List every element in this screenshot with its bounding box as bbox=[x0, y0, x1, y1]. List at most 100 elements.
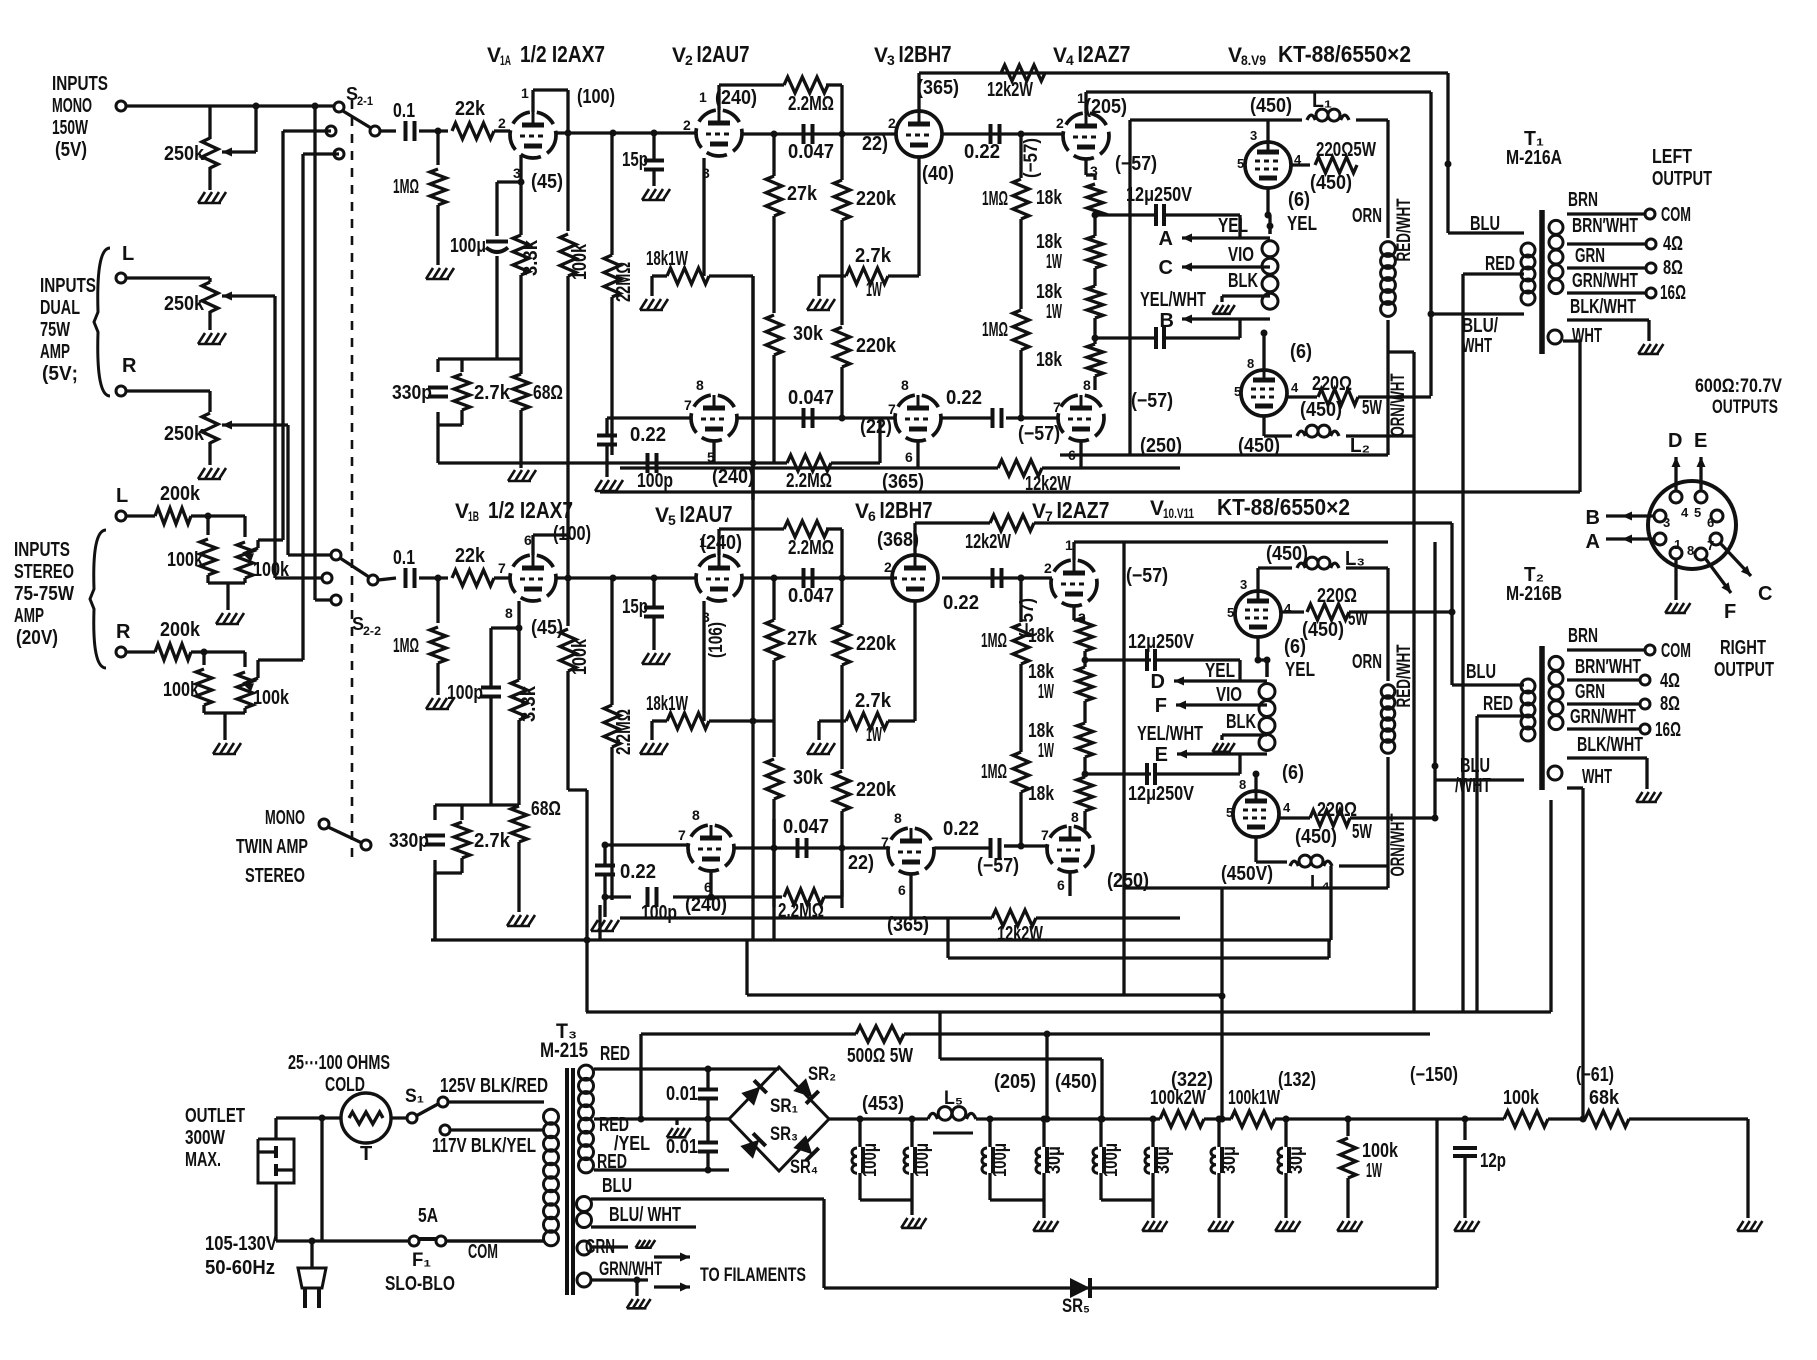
svg-text:V: V bbox=[1053, 44, 1067, 67]
svg-text:6: 6 bbox=[1068, 447, 1076, 463]
svg-text:18k1W: 18k1W bbox=[646, 248, 688, 270]
svg-text:RED: RED bbox=[600, 1043, 630, 1065]
svg-text:F₁: F₁ bbox=[412, 1250, 431, 1271]
svg-text:30k: 30k bbox=[793, 767, 824, 789]
svg-text:I2AZ7: I2AZ7 bbox=[1057, 497, 1110, 523]
svg-text:STEREO: STEREO bbox=[245, 865, 305, 887]
svg-text:68Ω: 68Ω bbox=[533, 382, 563, 404]
svg-text:100k2W: 100k2W bbox=[1150, 1087, 1206, 1109]
svg-text:/WHT: /WHT bbox=[1455, 775, 1491, 797]
svg-text:L₂: L₂ bbox=[1350, 435, 1370, 457]
svg-text:8: 8 bbox=[1071, 809, 1079, 825]
svg-text:220Ω: 220Ω bbox=[1317, 585, 1357, 607]
svg-text:25⋯100 OHMS: 25⋯100 OHMS bbox=[288, 1052, 390, 1074]
svg-text:INPUTS: INPUTS bbox=[40, 275, 96, 297]
svg-text:8: 8 bbox=[901, 377, 909, 393]
svg-text:6: 6 bbox=[868, 508, 876, 524]
svg-text:KT-88/6550×2: KT-88/6550×2 bbox=[1217, 494, 1350, 520]
svg-text:100k1W: 100k1W bbox=[1228, 1087, 1280, 1109]
svg-text:GRN: GRN bbox=[1575, 245, 1605, 267]
svg-text:BRN: BRN bbox=[1568, 189, 1598, 211]
svg-text:(22): (22) bbox=[860, 416, 892, 438]
svg-text:BLU/: BLU/ bbox=[1462, 315, 1498, 337]
svg-text:1: 1 bbox=[1077, 90, 1085, 106]
svg-text:V: V bbox=[655, 504, 669, 527]
svg-text:I2BH7: I2BH7 bbox=[899, 41, 952, 67]
svg-text:3: 3 bbox=[702, 165, 710, 181]
svg-text:YEL: YEL bbox=[1287, 213, 1317, 235]
svg-text:0.22: 0.22 bbox=[943, 818, 979, 840]
svg-text:T: T bbox=[360, 1143, 372, 1165]
svg-text:(20V): (20V) bbox=[16, 627, 58, 649]
svg-text:18k: 18k bbox=[1036, 187, 1063, 209]
svg-text:22k: 22k bbox=[455, 545, 486, 567]
svg-text:3: 3 bbox=[702, 609, 710, 625]
svg-text:6: 6 bbox=[905, 449, 913, 465]
svg-text:7: 7 bbox=[684, 397, 692, 413]
svg-text:8: 8 bbox=[1247, 356, 1254, 371]
svg-text:1W: 1W bbox=[1046, 251, 1062, 273]
svg-text:RED: RED bbox=[1485, 253, 1515, 275]
svg-text:(100): (100) bbox=[577, 86, 615, 108]
svg-text:1W: 1W bbox=[1038, 740, 1054, 762]
svg-text:6: 6 bbox=[1057, 877, 1065, 893]
svg-text:5: 5 bbox=[668, 512, 676, 528]
svg-text:300W: 300W bbox=[185, 1127, 225, 1149]
svg-text:5: 5 bbox=[1226, 805, 1233, 820]
svg-text:BRN: BRN bbox=[1568, 625, 1598, 647]
svg-text:0.22: 0.22 bbox=[946, 387, 982, 409]
svg-text:1: 1 bbox=[1674, 537, 1681, 552]
svg-text:(−150): (−150) bbox=[1410, 1064, 1458, 1086]
svg-text:(250): (250) bbox=[1107, 870, 1149, 892]
svg-text:6: 6 bbox=[524, 532, 532, 548]
svg-text:(45): (45) bbox=[531, 617, 563, 639]
svg-text:68k: 68k bbox=[1589, 1087, 1620, 1109]
svg-text:100p: 100p bbox=[447, 682, 483, 704]
svg-text:18k1W: 18k1W bbox=[646, 693, 688, 715]
svg-text:(365): (365) bbox=[887, 914, 929, 936]
svg-text:15p: 15p bbox=[622, 596, 648, 618]
svg-text:V: V bbox=[487, 44, 501, 67]
svg-text:SR₄: SR₄ bbox=[790, 1157, 818, 1178]
svg-text:2.7k: 2.7k bbox=[474, 382, 511, 404]
svg-text:3.3k: 3.3k bbox=[518, 685, 540, 722]
svg-text:AMP: AMP bbox=[14, 605, 44, 627]
svg-text:(106): (106) bbox=[706, 622, 727, 658]
svg-text:(368): (368) bbox=[877, 529, 919, 551]
svg-text:(450): (450) bbox=[1310, 172, 1352, 194]
svg-text:I2BH7: I2BH7 bbox=[880, 497, 933, 523]
svg-text:(450): (450) bbox=[1300, 399, 1342, 421]
svg-text:2: 2 bbox=[498, 115, 506, 131]
svg-text:M-216A: M-216A bbox=[1506, 147, 1562, 169]
svg-text:YEL/WHT: YEL/WHT bbox=[1137, 723, 1203, 745]
svg-text:(250): (250) bbox=[1140, 435, 1182, 457]
svg-text:500Ω 5W: 500Ω 5W bbox=[847, 1045, 913, 1067]
svg-text:OUTPUT: OUTPUT bbox=[1652, 168, 1712, 190]
svg-text:(322): (322) bbox=[1171, 1069, 1213, 1091]
svg-text:(−57): (−57) bbox=[1021, 138, 1042, 178]
svg-text:8: 8 bbox=[894, 810, 902, 826]
svg-text:27k: 27k bbox=[787, 628, 818, 650]
svg-text:F: F bbox=[1724, 601, 1736, 623]
svg-text:250k: 250k bbox=[164, 423, 205, 445]
svg-text:5W: 5W bbox=[1362, 397, 1382, 419]
svg-text:18k: 18k bbox=[1028, 720, 1055, 742]
svg-text:8Ω: 8Ω bbox=[1663, 257, 1683, 279]
svg-text:(40): (40) bbox=[922, 163, 954, 185]
svg-text:220Ω5W: 220Ω5W bbox=[1316, 139, 1376, 161]
svg-text:27k: 27k bbox=[787, 183, 818, 205]
svg-text:RED: RED bbox=[1483, 693, 1513, 715]
svg-text:18k: 18k bbox=[1036, 281, 1063, 303]
svg-text:BLK: BLK bbox=[1226, 711, 1256, 733]
svg-text:250k: 250k bbox=[164, 143, 205, 165]
svg-text:BLU: BLU bbox=[1460, 755, 1490, 777]
svg-text:I2AU7: I2AU7 bbox=[697, 41, 750, 67]
svg-text:BLK/WHT: BLK/WHT bbox=[1577, 734, 1643, 756]
svg-text:RIGHT: RIGHT bbox=[1720, 637, 1766, 659]
svg-text:30μ: 30μ bbox=[1153, 1146, 1174, 1174]
svg-text:(240): (240) bbox=[685, 894, 727, 916]
svg-text:7: 7 bbox=[1053, 399, 1061, 415]
svg-text:4: 4 bbox=[1681, 505, 1689, 520]
svg-text:18k: 18k bbox=[1028, 661, 1055, 683]
svg-text:6: 6 bbox=[1707, 515, 1714, 530]
